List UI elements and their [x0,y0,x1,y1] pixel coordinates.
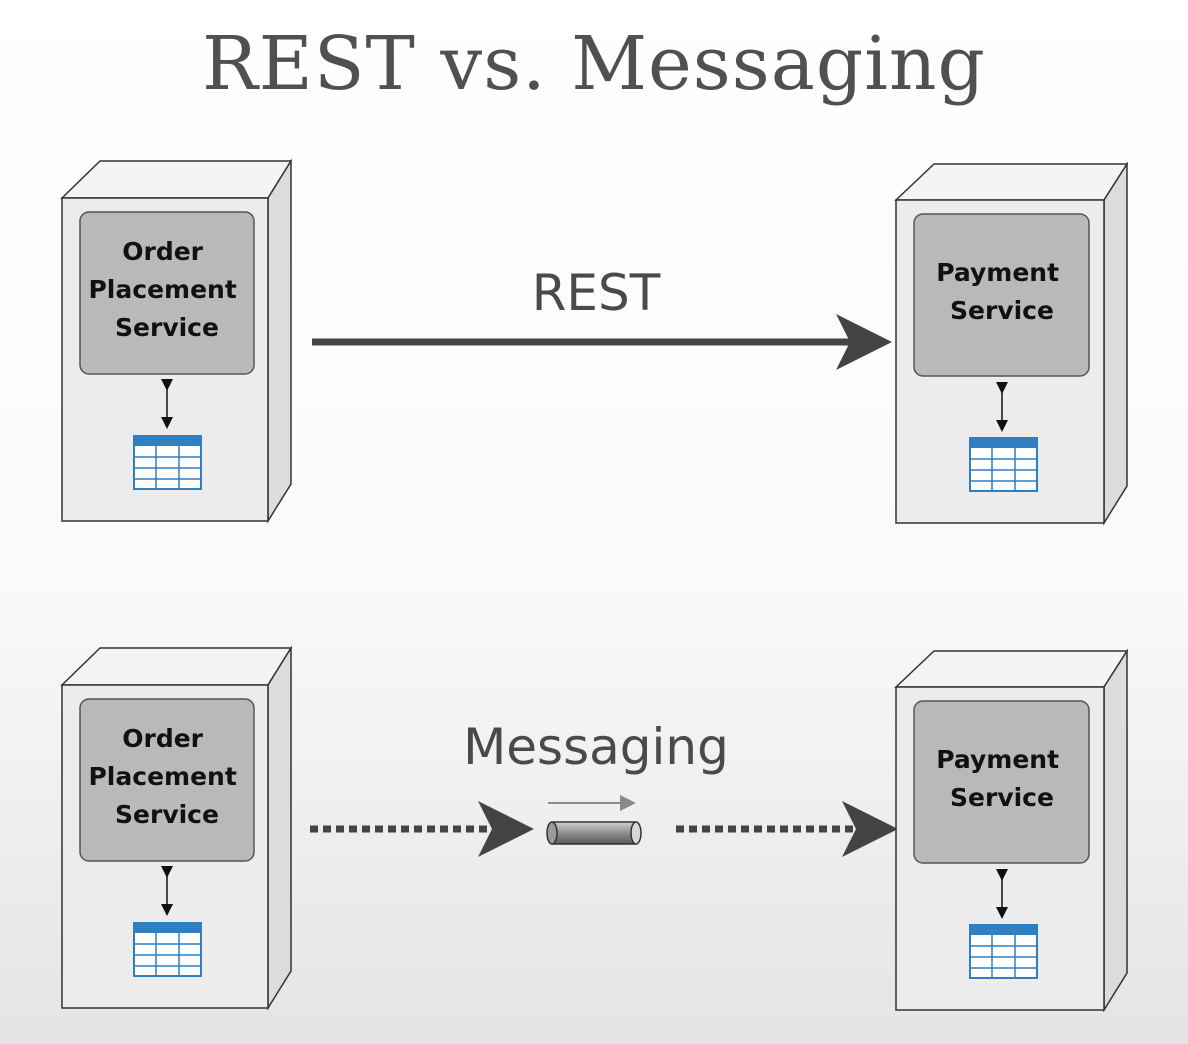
server-icon [60,647,293,686]
message-queue-icon [546,821,642,845]
service-box [79,698,255,862]
database-table-icon [133,922,202,977]
svg-text:Payment Service: Payment Service [936,258,1068,325]
database-table-icon [969,924,1038,979]
page-title: REST vs. Messaging [202,21,986,107]
server-icon [60,160,293,199]
service-box [913,213,1090,377]
svg-text:Order Placement Se: Order Placement Service [88,237,245,342]
svg-text:Order Placement Se: Order Placement Service [88,724,245,829]
service-box [913,700,1090,864]
database-table-icon [133,435,202,490]
server-icon [894,650,1129,688]
server-order-placement-messaging: Order Placement Service [60,645,293,1011]
service-box [79,211,255,375]
server-payment-rest: Payment Service [894,161,1129,526]
rest-label: REST [532,264,661,322]
messaging-label: Messaging [463,718,729,776]
server-payment-messaging: Payment Service [894,648,1129,1013]
database-table-icon [969,437,1038,492]
server-order-placement-rest: Order Placement Service [60,158,293,524]
server-icon [894,163,1129,201]
svg-text:Payment Service: Payment Service [936,745,1068,812]
